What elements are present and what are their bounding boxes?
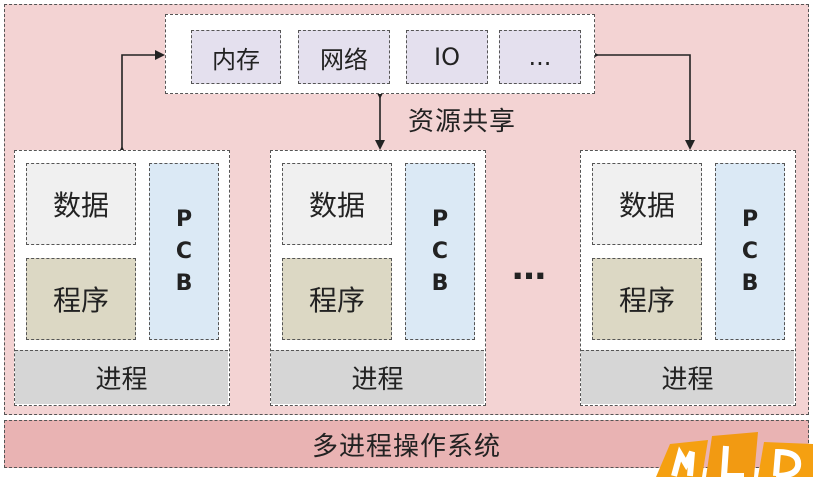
process-box-2: 数据 程序 P C B 进程 — [270, 150, 486, 406]
pcb-letter-b: B — [175, 270, 193, 296]
process-pcb: P C B — [405, 163, 475, 340]
process-box-3: 数据 程序 P C B 进程 — [580, 150, 796, 406]
pcb-letter-p: P — [741, 206, 759, 232]
process-program: 程序 — [26, 258, 136, 340]
process-data: 数据 — [282, 163, 392, 245]
process-pcb: P C B — [715, 163, 785, 340]
shared-resources-label: 资源共享 — [408, 107, 517, 137]
resource-io: IO — [406, 30, 488, 84]
pcb-letter-b: B — [431, 270, 449, 296]
shared-resources-box: 内存 网络 IO ... — [165, 14, 595, 94]
process-label: 进程 — [271, 350, 484, 404]
resource-more: ... — [499, 30, 581, 84]
process-label: 进程 — [15, 350, 228, 404]
pcb-letter-p: P — [431, 206, 449, 232]
resource-memory: 内存 — [191, 30, 281, 84]
process-box-1: 数据 程序 P C B 进程 — [14, 150, 230, 406]
pcb-letter-b: B — [741, 270, 759, 296]
process-data: 数据 — [26, 163, 136, 245]
pcb-letter-c: C — [741, 238, 759, 264]
process-label: 进程 — [581, 350, 794, 404]
pcb-letter-c: C — [175, 238, 193, 264]
process-program: 程序 — [592, 258, 702, 340]
pcb-letter-p: P — [175, 206, 193, 232]
corner-logo — [650, 432, 813, 477]
process-data: 数据 — [592, 163, 702, 245]
resource-network: 网络 — [298, 30, 390, 84]
arrow-right — [589, 50, 695, 150]
pcb-letter-c: C — [431, 238, 449, 264]
process-program: 程序 — [282, 258, 392, 340]
arrow-left — [117, 50, 165, 156]
process-pcb: P C B — [149, 163, 219, 340]
more-processes-ellipsis: … — [512, 248, 548, 288]
